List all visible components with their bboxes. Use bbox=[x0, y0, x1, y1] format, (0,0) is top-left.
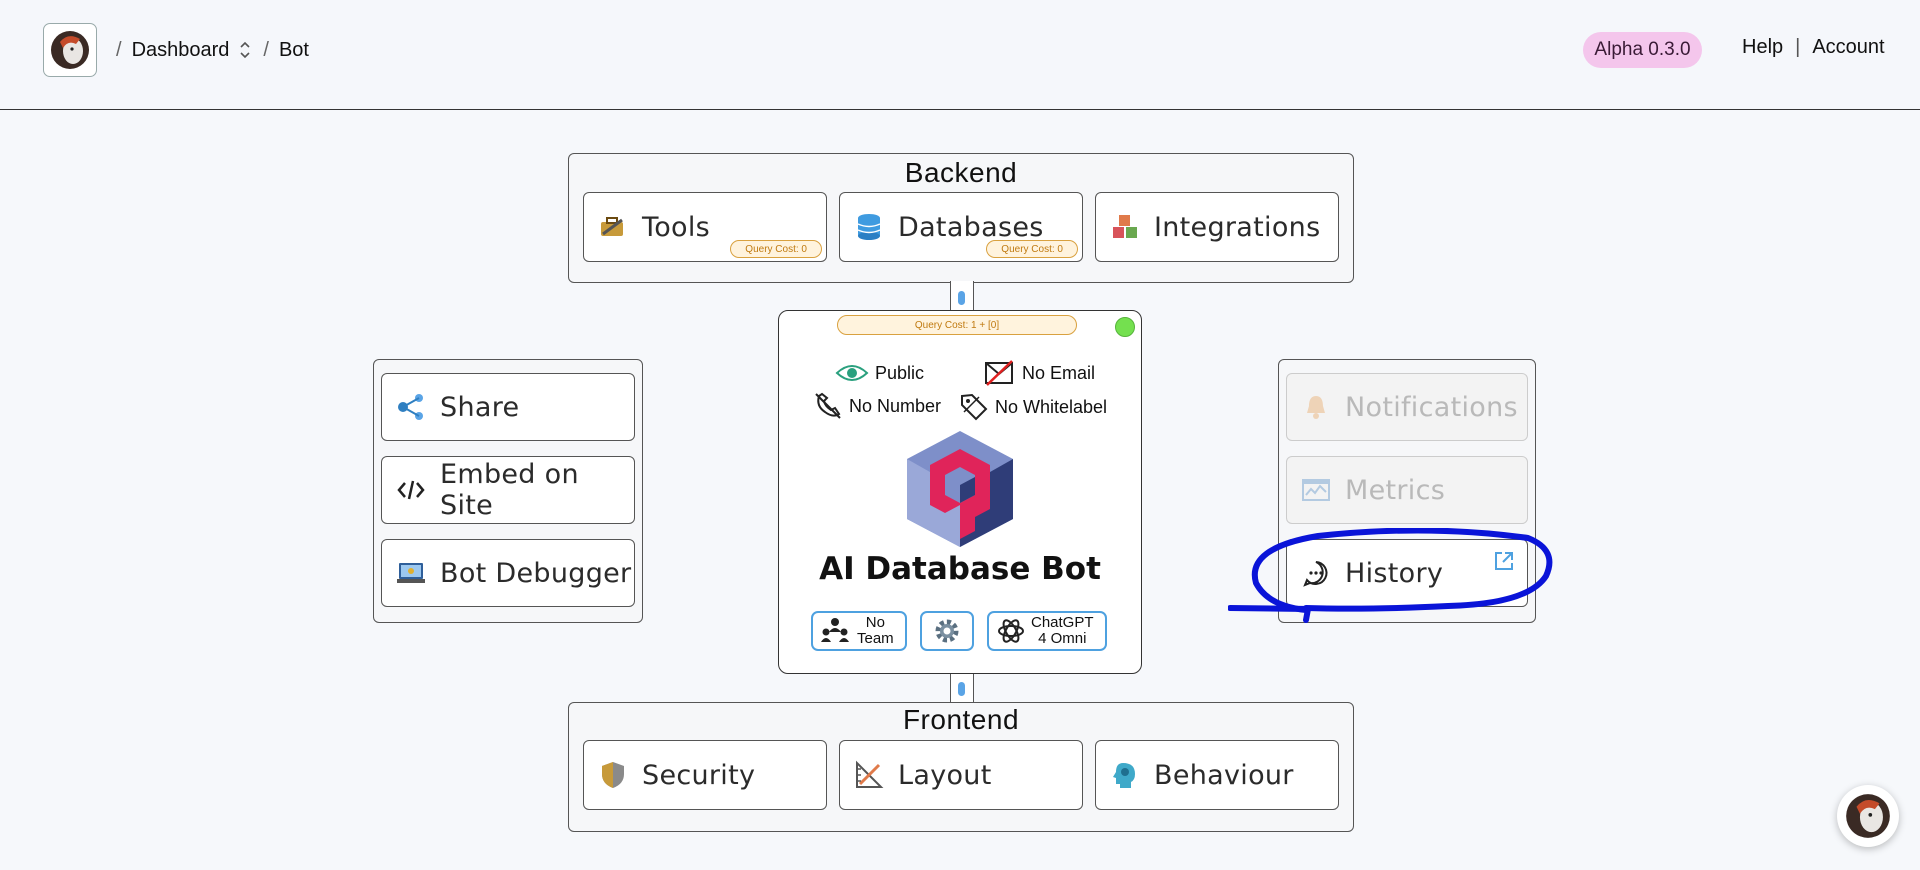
connector-dot bbox=[958, 682, 965, 696]
team-icon bbox=[821, 618, 849, 642]
behaviour-button[interactable]: Behaviour bbox=[1095, 740, 1339, 810]
embed-on-site-button[interactable]: Embed on Site bbox=[381, 456, 635, 524]
integrations-icon bbox=[1110, 212, 1140, 242]
home-logo-button[interactable] bbox=[43, 23, 97, 77]
link-divider: | bbox=[1795, 36, 1801, 58]
backend-panel: Backend Tools Query Cost: 0 Databases Qu… bbox=[568, 153, 1354, 283]
version-badge: Alpha 0.3.0 bbox=[1583, 32, 1702, 68]
notifications-button[interactable]: Notifications bbox=[1286, 373, 1528, 441]
breadcrumb-separator: / bbox=[263, 38, 269, 61]
notifications-label: Notifications bbox=[1345, 391, 1518, 423]
breadcrumb-bot[interactable]: Bot bbox=[278, 38, 309, 61]
model-line-2: 4 Omni bbox=[1038, 630, 1087, 647]
number-label: No Number bbox=[849, 395, 942, 416]
gear-icon bbox=[935, 619, 959, 643]
tag-icon bbox=[961, 393, 988, 421]
chat-icon bbox=[1301, 558, 1331, 588]
model-chip[interactable]: ChatGPT 4 Omni bbox=[987, 611, 1107, 651]
layout-icon bbox=[854, 760, 884, 790]
bot-debugger-label: Bot Debugger bbox=[440, 557, 632, 589]
history-label: History bbox=[1345, 557, 1444, 589]
team-line-2: Team bbox=[857, 630, 894, 647]
frontend-title: Frontend bbox=[902, 704, 1020, 735]
metrics-button[interactable]: Metrics bbox=[1286, 456, 1528, 524]
layout-label: Layout bbox=[898, 759, 992, 791]
whitelabel-toggle[interactable]: No Whitelabel bbox=[959, 392, 1107, 422]
layout-button[interactable]: Layout bbox=[839, 740, 1083, 810]
database-icon bbox=[854, 212, 884, 242]
top-bar: / Dashboard / Bot Alpha 0.3.0 Help | Acc… bbox=[0, 0, 1920, 110]
breadcrumb-separator: / bbox=[116, 38, 122, 61]
bot-name: AI Database Bot bbox=[819, 551, 1101, 587]
status-indicator bbox=[1115, 317, 1135, 337]
debugger-icon bbox=[396, 558, 426, 588]
backend-title: Backend bbox=[904, 157, 1018, 188]
behaviour-label: Behaviour bbox=[1154, 759, 1294, 791]
bell-icon bbox=[1301, 392, 1331, 422]
email-toggle[interactable]: No Email bbox=[984, 360, 1095, 386]
right-actions-panel: Notifications Metrics History bbox=[1278, 359, 1536, 623]
backend-connector bbox=[950, 281, 974, 310]
connector-dot bbox=[958, 291, 965, 305]
external-link-icon[interactable] bbox=[1493, 550, 1515, 572]
brain-icon bbox=[1110, 760, 1140, 790]
share-label: Share bbox=[440, 391, 520, 423]
share-icon bbox=[396, 392, 426, 422]
team-line-1: No bbox=[865, 614, 885, 631]
visibility-label: Public bbox=[875, 362, 925, 383]
whitelabel-label: No Whitelabel bbox=[995, 396, 1108, 417]
eye-icon bbox=[835, 365, 869, 381]
breadcrumb-dashboard[interactable]: Dashboard bbox=[131, 38, 230, 61]
highlight-annotation bbox=[1228, 528, 1553, 623]
model-label: ChatGPT 4 Omni bbox=[1031, 615, 1094, 647]
security-button[interactable]: Security bbox=[583, 740, 827, 810]
tools-icon bbox=[598, 212, 628, 242]
bot-logo-icon bbox=[907, 431, 1013, 547]
no-phone-icon bbox=[815, 392, 841, 419]
help-link[interactable]: Help bbox=[1742, 36, 1784, 58]
visibility-toggle[interactable]: Public bbox=[835, 362, 924, 384]
integrations-button[interactable]: Integrations bbox=[1095, 192, 1339, 262]
databases-query-cost: Query Cost: 0 bbox=[986, 240, 1078, 258]
metrics-icon bbox=[1301, 475, 1331, 505]
assistant-chat-button[interactable] bbox=[1837, 785, 1899, 847]
metrics-label: Metrics bbox=[1345, 474, 1446, 506]
tools-label: Tools bbox=[642, 211, 711, 243]
team-chip[interactable]: No Team bbox=[811, 611, 907, 651]
email-label: No Email bbox=[1022, 362, 1096, 383]
team-label: No Team bbox=[857, 615, 894, 647]
left-actions-panel: Share Embed on Site Bot Debugger bbox=[373, 359, 643, 623]
top-links: Help | Account bbox=[1742, 36, 1885, 59]
chevron-updown-icon[interactable] bbox=[237, 39, 253, 61]
integrations-label: Integrations bbox=[1154, 211, 1321, 243]
bot-debugger-button[interactable]: Bot Debugger bbox=[381, 539, 635, 607]
openai-icon bbox=[998, 619, 1024, 643]
databases-button[interactable]: Databases Query Cost: 0 bbox=[839, 192, 1083, 262]
databases-label: Databases bbox=[898, 211, 1044, 243]
frontend-panel: Frontend Security Layout Behaviour bbox=[568, 702, 1354, 832]
account-link[interactable]: Account bbox=[1812, 36, 1885, 58]
avatar-icon bbox=[51, 31, 89, 69]
bot-query-cost: Query Cost: 1 + [0] bbox=[837, 315, 1077, 335]
code-icon bbox=[396, 475, 426, 505]
security-label: Security bbox=[642, 759, 756, 791]
bot-card: Query Cost: 1 + [0] Public No Email No N… bbox=[778, 310, 1142, 674]
model-line-1: ChatGPT bbox=[1031, 614, 1094, 631]
history-button[interactable]: History bbox=[1286, 539, 1528, 607]
share-button[interactable]: Share bbox=[381, 373, 635, 441]
shield-icon bbox=[598, 760, 628, 790]
embed-on-site-label: Embed on Site bbox=[440, 459, 579, 521]
no-email-icon bbox=[985, 360, 1013, 386]
tools-button[interactable]: Tools Query Cost: 0 bbox=[583, 192, 827, 262]
settings-chip[interactable] bbox=[920, 611, 974, 651]
tools-query-cost: Query Cost: 0 bbox=[730, 240, 822, 258]
breadcrumb: / Dashboard / Bot bbox=[106, 36, 309, 64]
number-toggle[interactable]: No Number bbox=[813, 392, 941, 420]
frontend-connector bbox=[950, 672, 974, 702]
avatar-icon bbox=[1846, 794, 1890, 838]
